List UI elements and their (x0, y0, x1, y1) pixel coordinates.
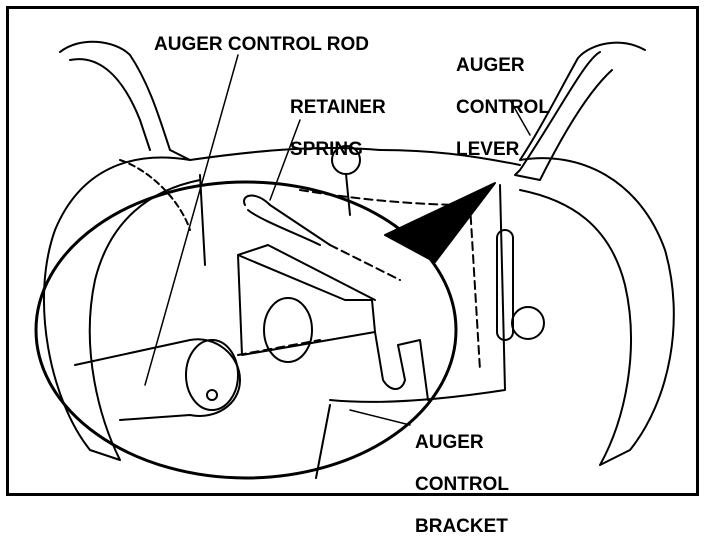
auger-control-lever-shape (514, 51, 613, 181)
left-handle-inner (69, 58, 151, 151)
leader-rod (144, 54, 239, 386)
left-handle (42, 40, 201, 461)
bracket-body (315, 331, 429, 479)
magnifier-pointer (384, 182, 496, 263)
bracket-hole (263, 297, 313, 363)
label-lever-line2: CONTROL (456, 97, 550, 118)
magnifier-ellipse (34, 180, 458, 480)
label-bracket-line1: AUGER (415, 432, 484, 453)
label-auger-control-rod: AUGER CONTROL ROD (154, 34, 369, 55)
label-lever-line1: AUGER (456, 55, 525, 76)
left-grip (119, 159, 191, 231)
dashboard-top (189, 147, 521, 166)
label-retainer-spring: RETAINER SPRING (290, 76, 386, 181)
leader-bracket (349, 409, 411, 426)
label-auger-control-bracket: AUGER CONTROL BRACKET (415, 411, 509, 558)
lever-slot (496, 229, 514, 341)
label-bracket-line3: BRACKET (415, 516, 508, 537)
label-auger-control-lever: AUGER CONTROL LEVER (456, 34, 550, 181)
leader-lever (509, 99, 531, 136)
label-lever-line3: LEVER (456, 139, 520, 160)
diagram-frame (6, 6, 699, 496)
rod-end (185, 339, 239, 411)
label-retainer-spring-line1: RETAINER (290, 97, 386, 118)
bracket-plate (237, 244, 376, 356)
snowblower-handle-illustration (34, 40, 675, 480)
right-handle (519, 41, 675, 466)
dashboard-panel (199, 174, 506, 403)
retainer-spring (243, 194, 331, 246)
label-retainer-spring-line2: SPRING (290, 139, 363, 160)
side-knob (511, 306, 545, 340)
label-bracket-line2: CONTROL (415, 474, 509, 495)
leader-spring (269, 119, 301, 201)
